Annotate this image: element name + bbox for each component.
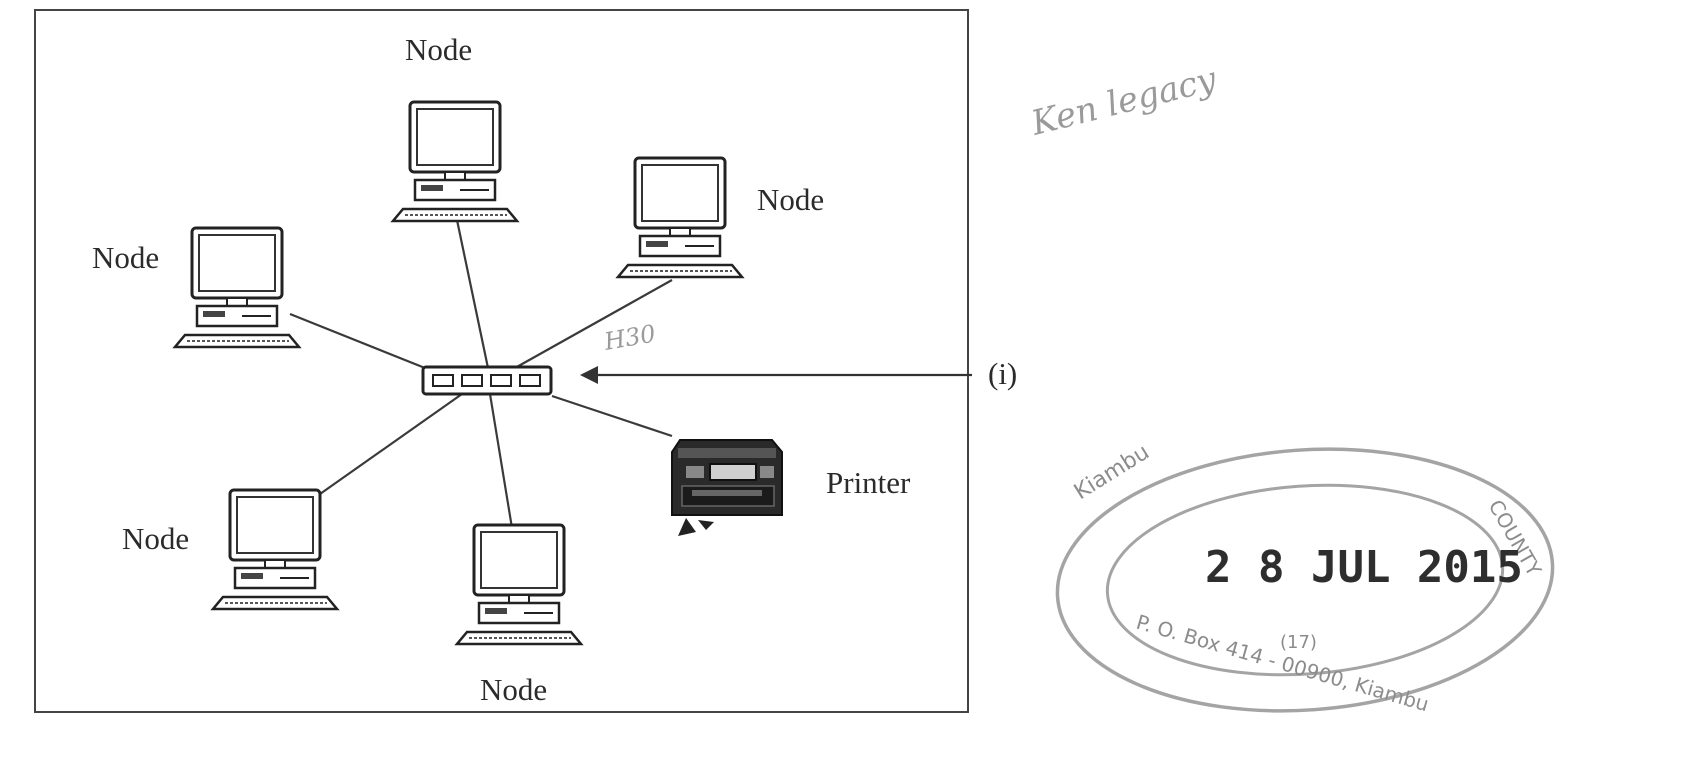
node-label-top-right: Node — [757, 182, 824, 217]
computer-bottom-left-icon — [211, 488, 339, 611]
pointer-label: (i) — [988, 356, 1017, 391]
stamp-top-text: Kiambu — [1070, 440, 1154, 505]
computer-top-icon — [391, 100, 519, 223]
date-stamp: Kiambu COUNTY P. O. Box 414 - 00900, Kia… — [1055, 440, 1555, 717]
hub-switch — [421, 365, 553, 396]
computer-top-right-icon — [616, 156, 744, 279]
printer-label: Printer — [826, 465, 911, 500]
cable-bottom — [488, 393, 514, 529]
diagram-frame — [34, 9, 969, 713]
node-label-bottom: Node — [480, 672, 547, 707]
node-label-top: Node — [405, 32, 472, 67]
stamp-code: (17) — [1280, 632, 1317, 653]
printer-icon — [671, 439, 783, 536]
cable-printer — [551, 394, 673, 438]
cable-bottom-left — [319, 393, 463, 495]
stamp-date: 2 8 JUL 2015 — [1205, 542, 1523, 593]
computer-bottom-icon — [455, 523, 583, 646]
cable-top — [455, 219, 490, 369]
cable-top-right — [514, 279, 673, 369]
handwritten-note-top: Ken legacy — [1027, 59, 1221, 144]
node-label-left: Node — [92, 240, 159, 275]
cables — [289, 219, 673, 529]
pointer-arrow — [580, 366, 972, 384]
node-label-bottom-left: Node — [122, 521, 189, 556]
computer-left-icon — [173, 226, 301, 349]
cable-left — [289, 312, 431, 372]
handwritten-note-cable: H30 — [601, 319, 658, 356]
stamp-bottom-text: P. O. Box 414 - 00900, Kiambu — [1134, 610, 1432, 717]
